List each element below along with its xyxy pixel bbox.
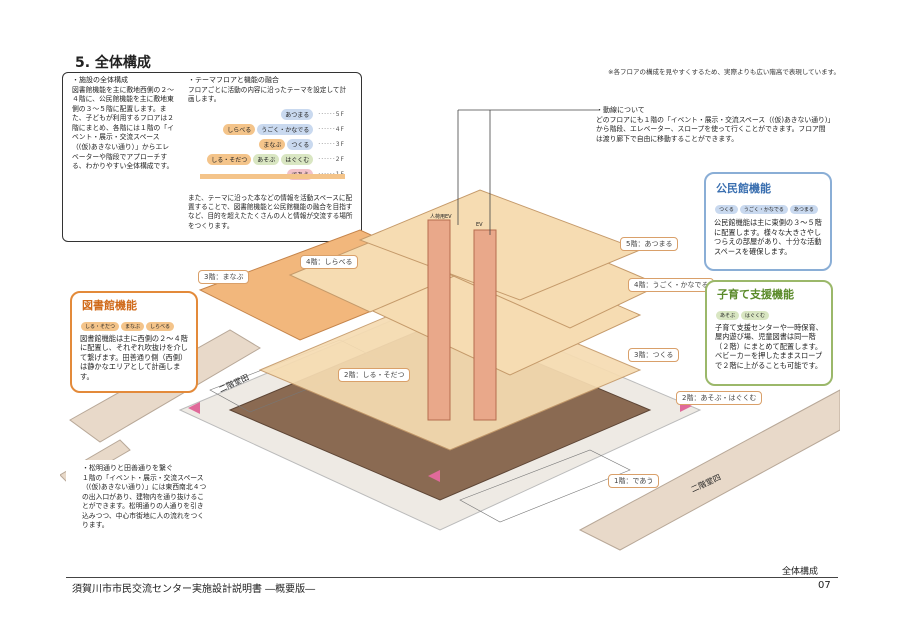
core-elevator: [428, 220, 450, 420]
function-chip: あそぶ: [716, 311, 739, 320]
kominkan-title: 公民館機能: [716, 180, 830, 196]
page-title: 5. 全体構成: [75, 52, 151, 72]
elevator-label: 人荷用EV: [430, 213, 452, 220]
theme-heading: ・テーマフロアと機能の融合: [188, 76, 350, 86]
library-body: 図書館機能は主に西側の２～４階に配置し、それぞれ吹抜けを介して繋げます。田善通り…: [80, 334, 188, 381]
overview-heading: ・施設の全体構成: [72, 76, 174, 86]
kominkan-chips: つくるうごく・かなでるあつまる: [714, 196, 830, 215]
label-floor-4-right: 4階：うごく・かなでる: [628, 278, 714, 292]
label-floor-2-left: 2階：しる・そだつ: [338, 368, 410, 382]
function-chip: つくる: [715, 205, 738, 214]
library-panel: 図書館機能 しる・そだつまなぶしらべる 図書館機能は主に西側の２～４階に配置し、…: [70, 291, 198, 393]
childcare-title: 子育て支援機能: [717, 286, 831, 302]
kominkan-panel: 公民館機能 つくるうごく・かなでるあつまる 公民館機能は主に東側の３～５階に配置…: [704, 172, 832, 271]
label-floor-2-right: 2階：あそぶ・はぐくむ: [676, 391, 762, 405]
streets-heading: ・松明通りと田善通りを繋ぐ: [82, 464, 210, 474]
section-caption: 全体構成: [782, 564, 818, 577]
library-title: 図書館機能: [82, 297, 196, 313]
footer-divider: [66, 577, 838, 578]
function-chip: まなぶ: [121, 322, 144, 331]
ev-label: EV: [476, 222, 483, 228]
streets-text: ・松明通りと田善通りを繋ぐ １階の「イベント・展示・交流スペース（(仮)あきない…: [82, 464, 210, 531]
document-footer: 須賀川市市民交流センター実施設計説明書 ―概要版―: [72, 580, 315, 595]
scale-note: ※各フロアの構成を見やすくするため、実際よりも広い階高で表現しています。: [608, 66, 840, 76]
library-chips: しる・そだつまなぶしらべる: [80, 313, 196, 332]
childcare-chips: あそぶはぐくむ: [715, 302, 831, 321]
function-chip: しる・そだつ: [81, 322, 119, 331]
page-number: 07: [818, 580, 831, 591]
label-floor-1: 1階：であう: [608, 474, 659, 488]
function-chip: あつまる: [790, 205, 818, 214]
function-chip: しらべる: [146, 322, 174, 331]
label-floor-5: 5階：あつまる: [620, 237, 678, 251]
childcare-panel: 子育て支援機能 あそぶはぐくむ 子育て支援センターや一時保育、屋内遊び場、児童図…: [705, 280, 833, 386]
label-floor-3-left: 3階：まなぶ: [198, 270, 249, 284]
function-chip: うごく・かなでる: [740, 205, 788, 214]
core-ev: [474, 230, 496, 420]
label-floor-4-left: 4階：しらべる: [300, 255, 358, 269]
label-floor-3-right: 3階：つくる: [628, 348, 679, 362]
streets-body: １階の「イベント・展示・交流スペース（(仮)あきない通り）」には東西南北４つの出…: [82, 474, 210, 531]
kominkan-body: 公民館機能は主に東側の３～５階に配置します。様々な大きさやしつらえの部屋があり、…: [714, 218, 822, 256]
childcare-body: 子育て支援センターや一時保育、屋内遊び場、児童図書は同一階（２階）にまとめて配置…: [715, 323, 823, 370]
function-chip: はぐくむ: [741, 311, 769, 320]
